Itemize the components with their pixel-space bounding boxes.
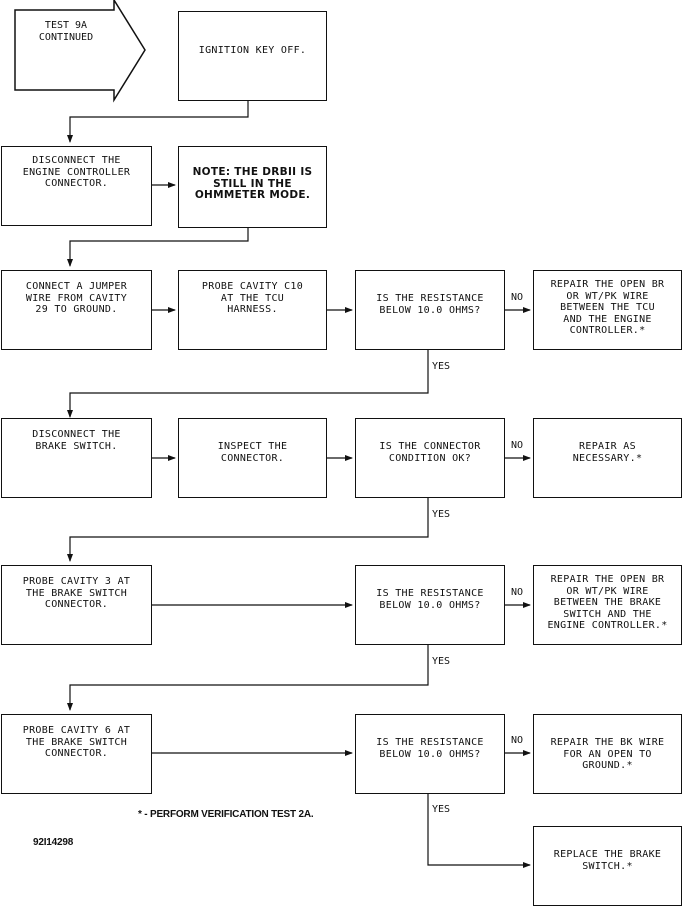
box-ignition-off: IGNITION KEY OFF. <box>178 11 327 101</box>
decision-connector-ok: IS THE CONNECTOR CONDITION OK? <box>355 418 505 498</box>
box-note-drbii: NOTE: THE DRBII IS STILL IN THE OHMMETER… <box>178 146 327 228</box>
label-no-4: NO <box>511 735 524 746</box>
label-yes-1: YES <box>432 361 451 372</box>
box-connect-jumper: CONNECT A JUMPER WIRE FROM CAVITY 29 TO … <box>1 270 152 350</box>
figure-id: 92I14298 <box>33 837 74 848</box>
start-connector-shape <box>14 0 146 103</box>
decision-resistance-2: IS THE RESISTANCE BELOW 10.0 OHMS? <box>355 565 505 645</box>
connector-ignition-to-disconnect <box>67 100 249 143</box>
connector-note-to-jumper <box>67 227 249 267</box>
box-repair-open-br-tcu: REPAIR THE OPEN BR OR WT/PK WIRE BETWEEN… <box>533 270 682 350</box>
box-probe-c10: PROBE CAVITY C10 AT THE TCU HARNESS. <box>178 270 327 350</box>
label-yes-3: YES <box>432 656 451 667</box>
box-disconnect-brake-switch: DISCONNECT THE BRAKE SWITCH. <box>1 418 152 498</box>
decision-resistance-3: IS THE RESISTANCE BELOW 10.0 OHMS? <box>355 714 505 794</box>
label-yes-2: YES <box>432 509 451 520</box>
connector-q3-yes <box>67 644 429 711</box>
start-connector-label: TEST 9A CONTINUED <box>38 20 94 43</box>
label-no-1: NO <box>511 292 524 303</box>
box-repair-open-br-brake: REPAIR THE OPEN BR OR WT/PK WIRE BETWEEN… <box>533 565 682 645</box>
footnote-verification: * - PERFORM VERIFICATION TEST 2A. <box>138 809 314 820</box>
box-probe-cavity-6: PROBE CAVITY 6 AT THE BRAKE SWITCH CONNE… <box>1 714 152 794</box>
connector-q4-yes <box>427 792 531 868</box>
label-no-3: NO <box>511 587 524 598</box>
box-probe-cavity-3: PROBE CAVITY 3 AT THE BRAKE SWITCH CONNE… <box>1 565 152 645</box>
decision-resistance-1: IS THE RESISTANCE BELOW 10.0 OHMS? <box>355 270 505 350</box>
label-yes-4: YES <box>432 804 451 815</box>
box-disconnect-engine-controller: DISCONNECT THE ENGINE CONTROLLER CONNECT… <box>1 146 152 226</box>
box-repair-bk-wire: REPAIR THE BK WIRE FOR AN OPEN TO GROUND… <box>533 714 682 794</box>
box-replace-brake-switch: REPLACE THE BRAKE SWITCH.* <box>533 826 682 906</box>
connector-q1-yes <box>67 349 429 418</box>
box-repair-as-necessary: REPAIR AS NECESSARY.* <box>533 418 682 498</box>
label-no-2: NO <box>511 440 524 451</box>
box-inspect-connector: INSPECT THE CONNECTOR. <box>178 418 327 498</box>
connector-q2-yes <box>67 497 429 562</box>
